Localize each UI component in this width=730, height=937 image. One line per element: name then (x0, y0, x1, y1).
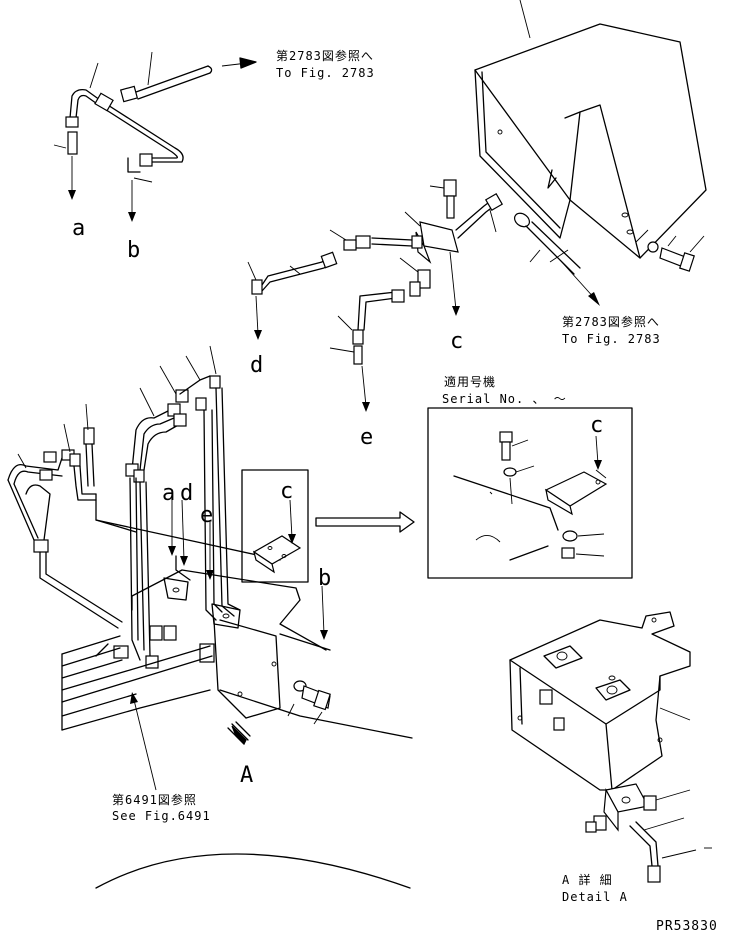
frame-lines (61, 555, 413, 739)
label-e-top: e (360, 425, 373, 450)
bracket-plate (113, 569, 331, 725)
label-a: a (72, 216, 85, 241)
label-e-mid: e (200, 503, 213, 528)
drawing-code: PR53830 (656, 919, 718, 934)
label-A-view: A (240, 763, 253, 788)
cover-box (474, 0, 707, 272)
ref-fig6491-jp: 第6491図参照 (112, 792, 197, 807)
label-c-top: c (450, 329, 463, 354)
label-b-mid: b (318, 566, 331, 591)
view-a-arrow (227, 721, 251, 746)
label-arrows-mid (168, 499, 328, 640)
label-a-mid: a (162, 481, 175, 506)
label-b: b (127, 238, 140, 263)
ref-fig2783-top-jp: 第2783図参照へ (276, 48, 374, 63)
detail-a-assembly (509, 611, 712, 883)
ref-fig6491-en: See Fig.6491 (112, 809, 211, 823)
serial-jp: 適用号機 (444, 374, 496, 389)
detail-a-jp: A 詳 細 (562, 872, 613, 887)
detail-a-en: Detail A (562, 890, 628, 904)
arrow-fig6491 (130, 692, 157, 791)
ref-fig2783-mid-jp: 第2783図参照へ (562, 314, 660, 329)
label-d-mid: d (180, 481, 193, 506)
serial-en: Serial No. 、 ～ (442, 392, 567, 406)
label-c-box: c (280, 479, 293, 504)
label-c-serial: c (590, 413, 603, 438)
serial-detail-box (427, 407, 633, 579)
valve-assembly (247, 179, 600, 412)
ref-fig2783-top-en: To Fig. 2783 (276, 66, 375, 80)
arrow-to-serial-box (315, 511, 415, 533)
label-d-top: d (250, 353, 263, 378)
ref-fig2783-mid-en: To Fig. 2783 (562, 332, 661, 346)
small-detail-box-c (241, 469, 309, 583)
top-left-hose-assembly (53, 51, 257, 222)
mid-left-hose-bundle (7, 345, 281, 667)
ground-curve (95, 853, 411, 889)
